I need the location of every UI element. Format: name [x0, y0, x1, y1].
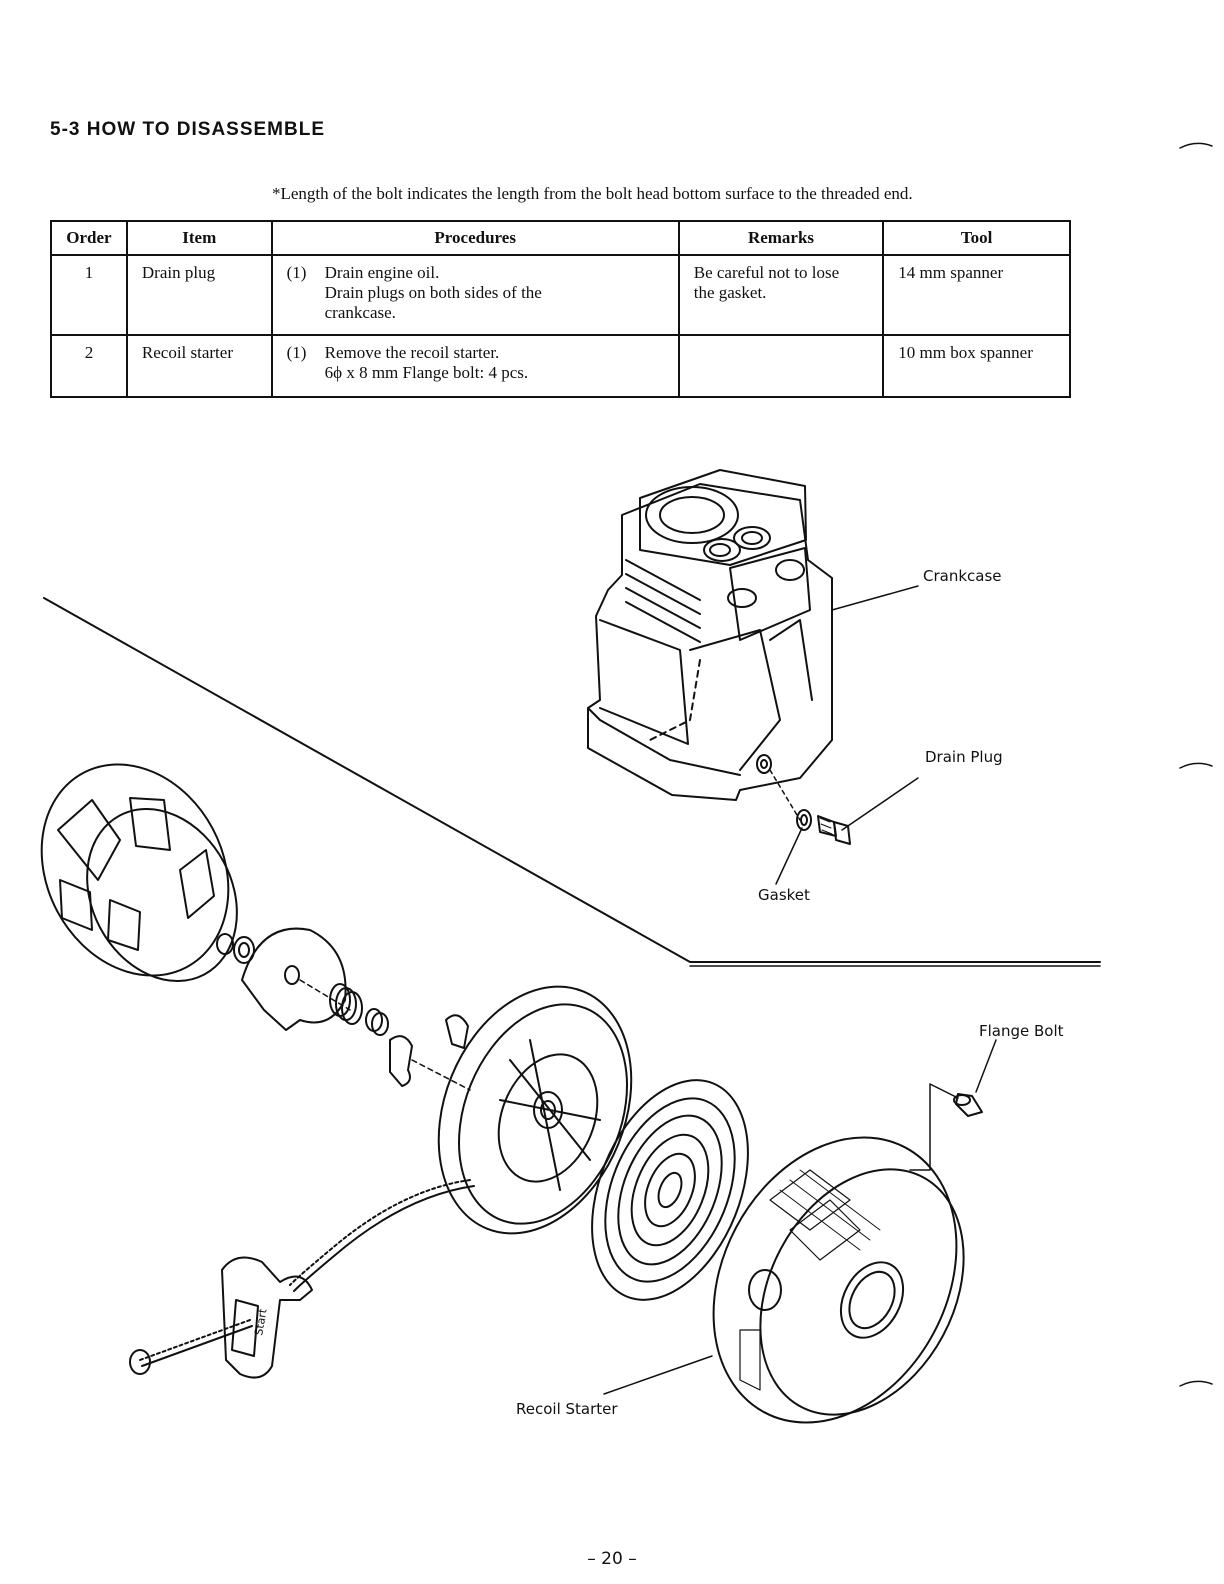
starter-cup-drawing: [40, 763, 255, 982]
tool-cell: 10 mm box spanner: [882, 334, 1071, 398]
step-number: (1): [286, 263, 307, 282]
gasket-label: Gasket: [758, 886, 810, 904]
remarks-cell: [677, 334, 885, 398]
procedure-line: Remove the recoil starter.: [324, 343, 500, 362]
drain-plug-label: Drain Plug: [925, 748, 1003, 766]
order-cell: 1: [50, 254, 128, 336]
remarks-cell: Be careful not to lose the gasket.: [677, 254, 885, 336]
ratchet-pawl-drawing: [389, 1014, 471, 1091]
table-row: 2 Recoil starter (1) Remove the recoil s…: [50, 334, 1071, 398]
step-number: (1): [286, 343, 307, 362]
procedure-line: 6ϕ x 8 mm Flange bolt: 4 pcs.: [324, 363, 529, 382]
header-order: Order: [50, 220, 128, 256]
spring-drawing: [329, 983, 389, 1036]
recoil-starter-label: Recoil Starter: [516, 1400, 618, 1418]
crankcase-label: Crankcase: [923, 567, 1002, 585]
item-cell: Drain plug: [125, 254, 273, 336]
table-row: 1 Drain plug (1) Drain engine oil. Drain…: [50, 254, 1071, 336]
divider-diagonal: [43, 597, 1101, 963]
tool-cell: 14 mm spanner: [882, 254, 1071, 336]
flange-bolt-label: Flange Bolt: [979, 1022, 1064, 1040]
starter-case-drawing: [712, 1136, 965, 1424]
drain-plug-drawing: [769, 769, 851, 845]
remarks-line: Be careful not to lose: [693, 263, 840, 282]
table-header-row: Order Item Procedures Remarks Tool: [50, 220, 1071, 256]
flange-bolt-drawing: [909, 1083, 983, 1171]
ratchet-plate-drawing: [241, 927, 351, 1031]
procedure-line: Drain engine oil.: [324, 263, 440, 282]
header-tool: Tool: [882, 220, 1071, 256]
order-cell: 2: [50, 334, 128, 398]
reel-drawing: [437, 985, 633, 1235]
header-procedures: Procedures: [270, 220, 680, 256]
crankcase-drawing: [587, 469, 833, 801]
remarks-line: the gasket.: [693, 283, 767, 302]
procedure-cell: (1) Drain engine oil. Drain plugs on bot…: [270, 254, 680, 336]
header-item: Item: [125, 220, 273, 256]
item-cell: Recoil starter: [125, 334, 273, 398]
leader-lines: [603, 585, 997, 1395]
starter-handle-drawing: Start: [221, 1256, 313, 1379]
starter-rope-drawing: [129, 1179, 475, 1375]
bolt-length-note: *Length of the bolt indicates the length…: [272, 184, 913, 203]
handle-start-text: Start: [252, 1307, 270, 1336]
procedure-cell: (1) Remove the recoil starter. 6ϕ x 8 mm…: [270, 334, 680, 398]
header-remarks: Remarks: [677, 220, 885, 256]
recoil-spring-drawing: [591, 1079, 749, 1301]
margin-marks: [1179, 142, 1213, 1387]
procedure-line: Drain plugs on both sides of the: [324, 283, 542, 302]
procedure-line: crankcase.: [324, 303, 396, 322]
section-heading: 5-3 HOW TO DISASSEMBLE: [50, 119, 326, 140]
page-number: – 20 –: [587, 1549, 637, 1569]
procedure-table: Order Item Procedures Remarks Tool 1 Dra…: [50, 220, 1071, 398]
